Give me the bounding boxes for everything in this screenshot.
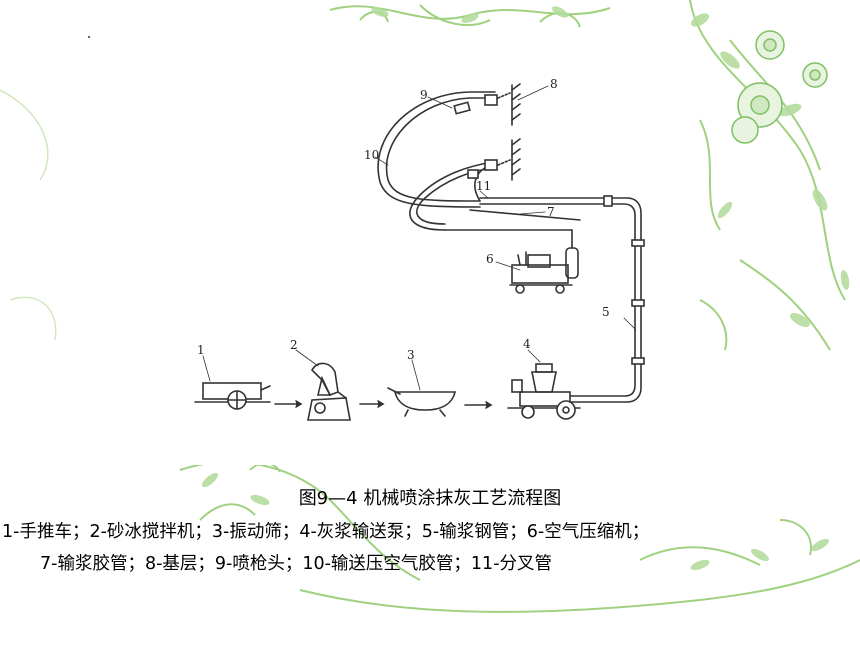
- stray-dot: [88, 36, 90, 38]
- label-4: 4: [523, 337, 531, 351]
- handcart: [194, 382, 271, 410]
- mortar-mixer: [307, 362, 351, 421]
- legend-line-1: 1-手推车；2-砂冰搅拌机；3-振动筛；4-灰浆输送泵；5-输浆钢管；6-空气压…: [2, 522, 650, 542]
- vibrating-screen: [387, 387, 457, 417]
- label-2: 2: [290, 338, 298, 352]
- label-1: 1: [197, 343, 205, 357]
- label-10: 10: [364, 148, 379, 162]
- label-11: 11: [476, 179, 491, 193]
- figure-caption: 图9—4 机械喷涂抹灰工艺流程图: [298, 488, 562, 509]
- legend-line-2: 7-输浆胶管；8-基层；9-喷枪头；10-输送压空气胶管；11-分叉管: [40, 554, 553, 574]
- base-layer: [497, 83, 521, 181]
- arrow-head-1-2: [295, 400, 303, 408]
- label-8: 8: [550, 77, 558, 91]
- air-hoses: [377, 91, 498, 231]
- leader-lines: [202, 85, 637, 391]
- rubber-hose: [469, 209, 581, 221]
- diagram-panel: [130, 40, 655, 465]
- label-9: 9: [420, 88, 428, 102]
- air-compressor: [444, 229, 579, 294]
- label-3: 3: [407, 348, 415, 362]
- label-7: 7: [547, 205, 555, 219]
- label-6: 6: [486, 252, 494, 266]
- mortar-pump: [507, 363, 581, 420]
- arrow-head-3-4: [485, 401, 493, 409]
- label-5: 5: [602, 305, 610, 319]
- steel-pipe: [479, 195, 645, 403]
- arrow-head-2-3: [377, 400, 385, 408]
